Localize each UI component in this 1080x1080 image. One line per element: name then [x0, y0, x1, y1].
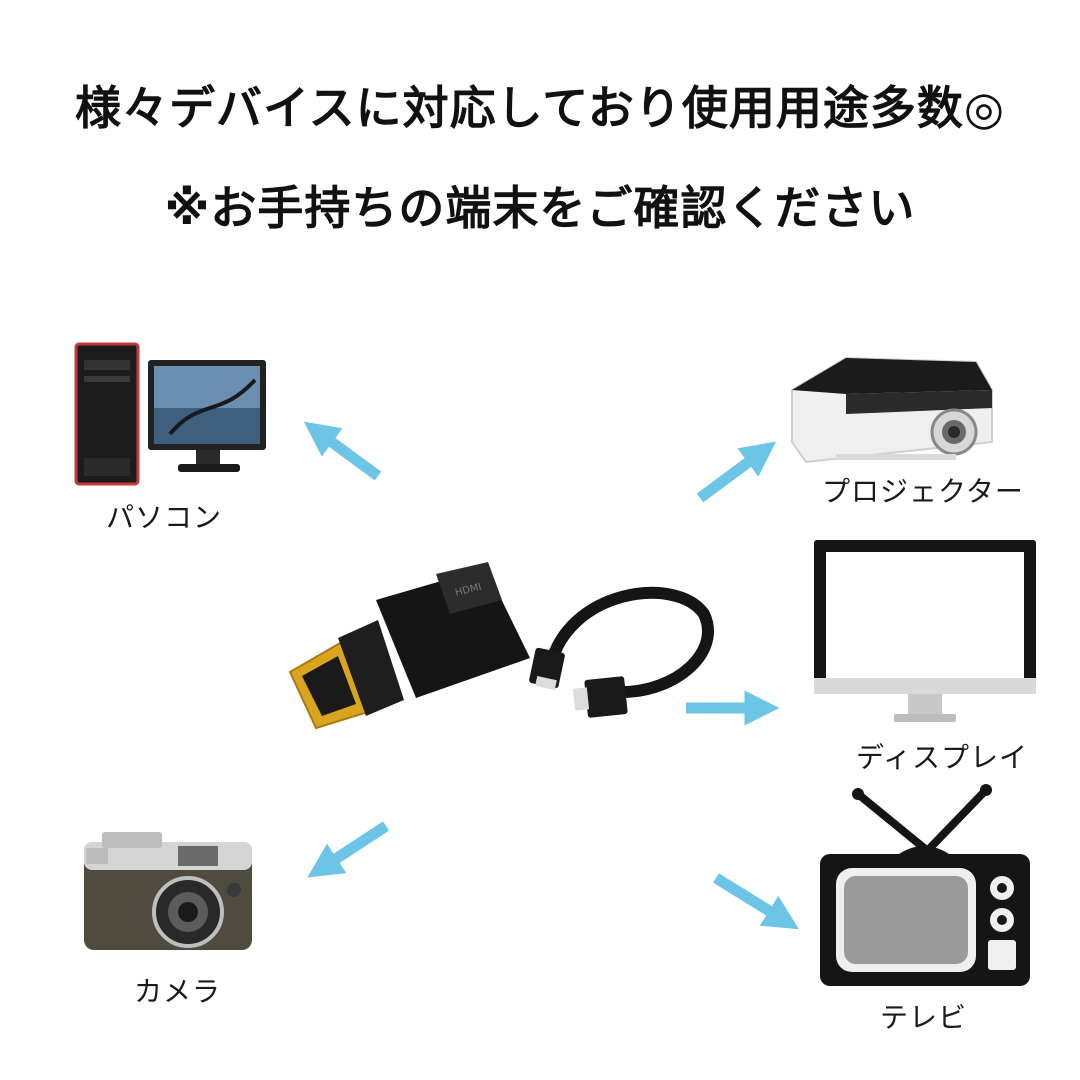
label-camera: カメラ [134, 975, 222, 1008]
headline-line-1: 様々デバイスに対応しており使用用途多数◎ [75, 81, 1005, 135]
label-pc: パソコン [106, 501, 223, 534]
mini-hdmi-adapter-icon: HDMI [288, 562, 530, 730]
arrow-to-camera [307, 821, 390, 878]
camera-icon [84, 832, 252, 950]
mini-hdmi-cable-icon [529, 586, 714, 718]
arrow-to-pc [303, 421, 382, 481]
arrow-to-tv [713, 873, 799, 930]
label-projector: プロジェクター [822, 475, 1024, 508]
retro-tv-icon [820, 784, 1030, 986]
label-tv: テレビ [880, 1001, 968, 1034]
projector-icon [791, 356, 993, 464]
label-display: ディスプレイ [856, 741, 1029, 774]
desktop-pc-icon [74, 342, 266, 486]
monitor-icon [814, 540, 1036, 722]
arrow-to-projector [696, 441, 777, 503]
headline-line-2: ※お手持ちの端末をご確認ください [164, 181, 916, 235]
